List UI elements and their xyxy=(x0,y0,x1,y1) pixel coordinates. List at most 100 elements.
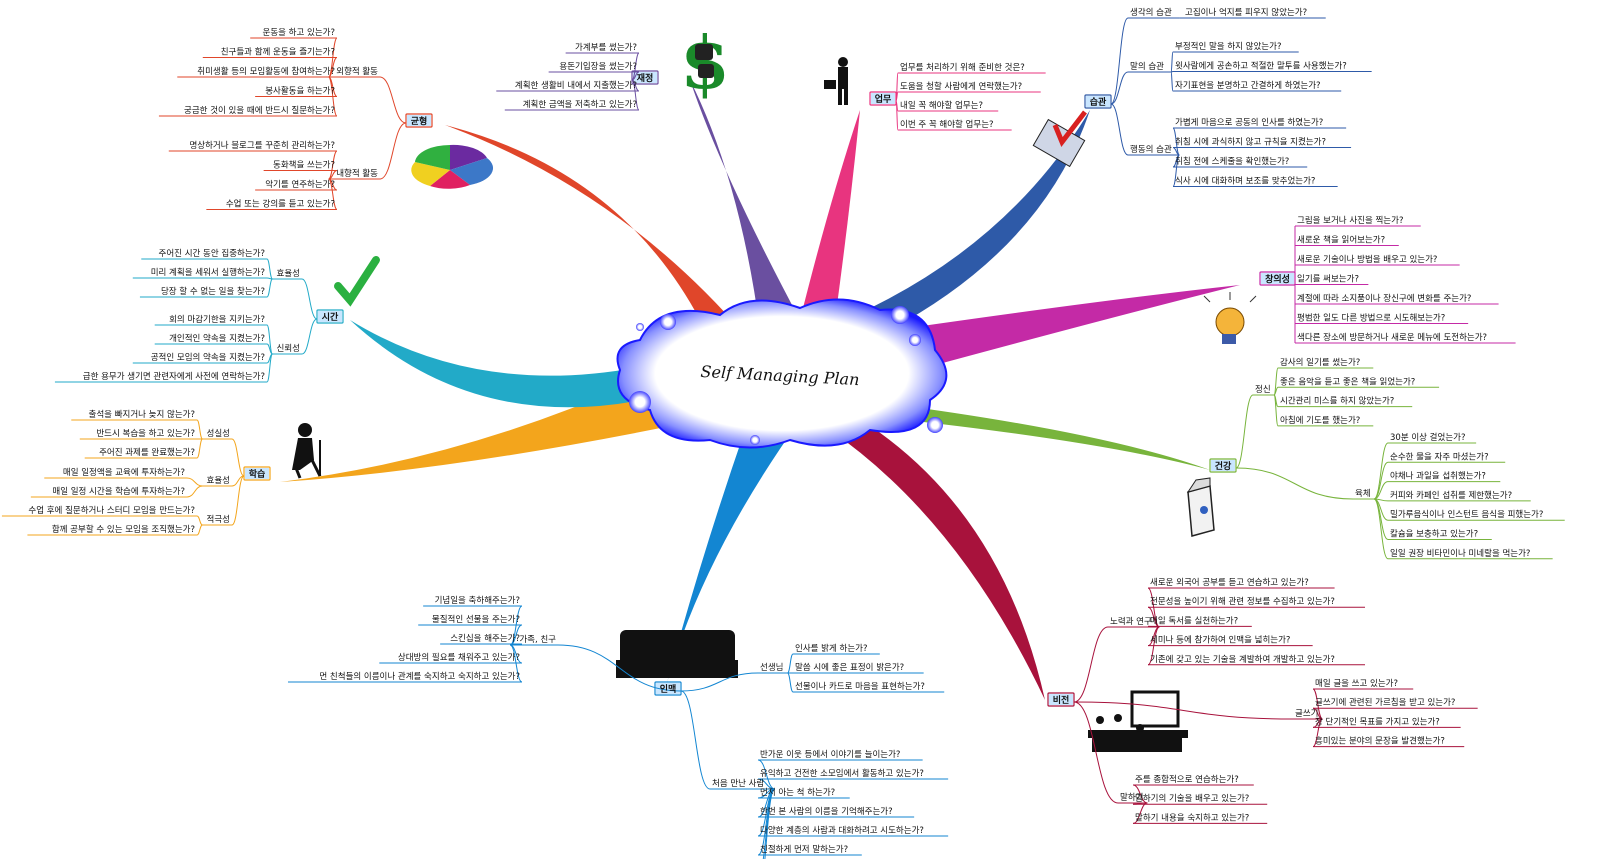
branch-label-balance: 균형 xyxy=(411,115,428,127)
item-work: 내일 꼭 해야할 업무는? xyxy=(900,100,983,111)
svg-text:$: $ xyxy=(680,20,730,105)
connector xyxy=(328,57,338,78)
connector xyxy=(1073,626,1109,703)
checkmark-icon xyxy=(334,256,380,307)
branch-label-work: 업무 xyxy=(875,93,892,105)
connector xyxy=(379,76,407,124)
item-balance: 운동을 하고 있는가? xyxy=(263,27,335,38)
item-balance: 명상하거나 블로그를 꾸준히 관리하는가? xyxy=(189,140,335,151)
item-network: 한번 본 사람의 이름을 기억해주는가? xyxy=(760,806,893,817)
connector xyxy=(631,52,640,81)
connector xyxy=(631,79,640,111)
group-label: 성실성 xyxy=(207,428,230,439)
item-vision: 새로운 외국어 공부를 듣고 연습하고 있는가? xyxy=(1150,577,1309,588)
item-health: 감사의 일기를 썼는가? xyxy=(1280,357,1360,368)
item-health: 일일 권장 비타민이나 미네랄을 먹는가? xyxy=(1390,548,1530,559)
item-study: 매일 일정액을 교육에 투자하는가? xyxy=(63,467,185,478)
connector xyxy=(509,644,523,683)
item-creativity: 그림을 보거나 사진을 찍는가? xyxy=(1297,215,1403,226)
item-network: 스킨십을 해주는가? xyxy=(450,633,520,644)
connector xyxy=(787,672,794,693)
wedge-balance xyxy=(445,125,745,335)
item-habit: 윗사람에게 공손하고 적절한 말투를 사용했는가? xyxy=(1175,61,1347,72)
connector xyxy=(757,759,776,790)
item-network: 선물이나 카드로 마음을 표현하는가? xyxy=(795,681,925,692)
connector xyxy=(1110,103,1129,156)
item-vision: 매일 글을 쓰고 있는가? xyxy=(1315,678,1398,689)
connector xyxy=(328,178,338,210)
branch-box-fill-creativity xyxy=(1261,273,1294,284)
item-creativity: 새로운 기술이나 방법을 배우고 있는가? xyxy=(1297,254,1437,265)
item-work: 이번 주 꼭 해야할 업무는? xyxy=(900,119,994,130)
branch-box-fill-balance xyxy=(407,115,431,126)
branch-label-health: 건강 xyxy=(1215,460,1232,472)
connector xyxy=(1172,154,1180,187)
branch-box-fill-study xyxy=(245,468,269,479)
item-study: 출석을 빠지거나 늦지 않는가? xyxy=(89,409,195,420)
connector xyxy=(1172,127,1180,156)
item-study: 매일 일정 시간을 학습에 투자하는가? xyxy=(52,486,185,497)
item-network: 먼저 아는 척 하는가? xyxy=(760,787,835,798)
connector xyxy=(1312,688,1323,720)
connector xyxy=(266,258,273,280)
wedge-creativity xyxy=(860,285,1240,380)
item-health: 시간관리 미스를 하지 않았는가? xyxy=(1280,396,1394,407)
connector xyxy=(301,318,318,355)
group-label: 노력과 연구 xyxy=(1110,616,1152,627)
item-health: 밀가루음식이나 인스턴트 음식을 피했는가? xyxy=(1390,509,1543,520)
item-habit: 부정적인 말을 하지 않았는가? xyxy=(1175,41,1281,52)
connector xyxy=(680,690,711,790)
connector xyxy=(266,353,273,383)
wedge-work xyxy=(800,110,860,320)
group-label: 적극성 xyxy=(207,514,230,525)
connector xyxy=(379,122,407,180)
item-vision: 말하기 내용을 숙지하고 있는가? xyxy=(1135,812,1249,823)
item-vision: 전문성을 높이기 위해 관련 정보를 수집하고 있는가? xyxy=(1150,596,1335,607)
connector xyxy=(196,515,203,526)
branch-box-fill-time xyxy=(318,311,342,322)
branch-icons: $ xyxy=(292,20,1257,752)
item-habit: 가볍게 마음으로 공동의 인사를 하였는가? xyxy=(1175,117,1323,128)
item-health: 30분 이상 걸었는가? xyxy=(1390,432,1465,443)
item-time: 회의 마감기한을 지키는가? xyxy=(169,314,265,325)
clipboard-icon xyxy=(1032,110,1087,168)
item-time: 공적인 모임의 약속을 지켰는가? xyxy=(151,352,265,363)
item-time: 개인적인 약속을 지켰는가? xyxy=(169,333,265,344)
item-finance: 계획한 금액을 저축하고 있는가? xyxy=(523,99,637,110)
branch-label-study: 학습 xyxy=(249,468,266,480)
item-network: 상대방의 필요를 채워주고 있는가? xyxy=(398,652,520,663)
group-label: 효율성 xyxy=(207,476,230,486)
item-habit: 고집이나 억지를 피우지 않았는가? xyxy=(1185,7,1307,18)
connector xyxy=(1170,71,1174,92)
item-balance: 동화책을 쓰는가? xyxy=(273,160,335,171)
branch-box-fill-vision xyxy=(1049,694,1073,705)
item-habit: 자기표현을 분명하고 간결하게 하였는가? xyxy=(1175,80,1321,91)
branch-box-fill-health xyxy=(1211,460,1235,471)
item-creativity: 평범한 일도 다른 방법으로 시도해보는가? xyxy=(1297,313,1445,324)
item-balance: 궁금한 것이 있을 때에 반드시 질문하는가? xyxy=(184,105,335,116)
item-health: 아침에 기도를 했는가? xyxy=(1280,415,1360,426)
item-finance: 계획한 생활비 내에서 지출했는가? xyxy=(515,80,637,91)
branch-box-fill-network xyxy=(656,683,680,694)
branch-label-time: 시간 xyxy=(322,311,339,323)
branch-label-network: 인맥 xyxy=(660,683,677,695)
group-label: 효율성 xyxy=(277,269,300,279)
item-vision: 장 단기적인 목표를 가지고 있는가? xyxy=(1315,716,1440,727)
group-label: 외향적 활동 xyxy=(336,66,378,77)
item-finance: 용돈기입장을 썼는가? xyxy=(559,61,637,72)
connector xyxy=(1170,51,1174,73)
item-vision: 매일 독서를 실천하는가? xyxy=(1150,615,1238,626)
item-time: 미리 계획을 세워서 실행하는가? xyxy=(151,267,265,278)
item-time: 주어진 시간 동안 집중하는가? xyxy=(159,248,265,259)
branch-connectors xyxy=(280,80,1240,700)
item-health: 야채나 과일을 섭취했는가? xyxy=(1390,471,1486,482)
item-time: 급한 용무가 생기면 관련자에게 사전에 연락하는가? xyxy=(83,371,265,382)
connector xyxy=(680,672,759,692)
branch-box-fill-finance xyxy=(633,72,657,83)
item-health: 커피와 카페인 섭취를 제한했는가? xyxy=(1390,490,1512,501)
item-work: 도움을 청할 사람에게 연락했는가? xyxy=(900,81,1022,92)
connector xyxy=(231,438,245,477)
connector xyxy=(1073,701,1119,804)
connector xyxy=(1147,626,1160,666)
